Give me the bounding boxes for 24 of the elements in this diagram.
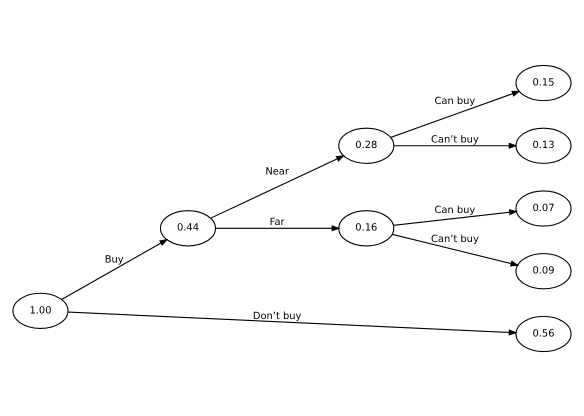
node-ellipse: 0.07 (515, 190, 572, 226)
arrow (392, 233, 520, 266)
node-ellipse: 0.15 (515, 64, 572, 101)
arrow (210, 154, 345, 218)
edge-label: Can’t buy (431, 134, 479, 146)
edge-label: Buy (104, 254, 124, 266)
edge-label: Can buy (434, 96, 476, 107)
node-ellipse: 0.56 (515, 315, 572, 352)
arrow (394, 142, 518, 148)
arrow (216, 224, 340, 231)
edge-label: Don’t buy (252, 310, 302, 322)
node-ellipse: 0.13 (515, 127, 572, 164)
edge-label: Near (265, 166, 289, 178)
node-ellipse: 1.00 (12, 292, 69, 329)
arrow (394, 208, 518, 226)
node-ellipse: 0.09 (515, 252, 572, 289)
edge-label: Far (270, 216, 285, 228)
arrow (62, 238, 168, 300)
edge-label: Can buy (434, 204, 476, 216)
arrow (390, 90, 521, 138)
arrow (68, 311, 518, 336)
edge-label: Can’t buy (431, 233, 479, 244)
node-ellipse: 0.16 (338, 210, 394, 246)
node-ellipse: 0.28 (338, 127, 394, 164)
